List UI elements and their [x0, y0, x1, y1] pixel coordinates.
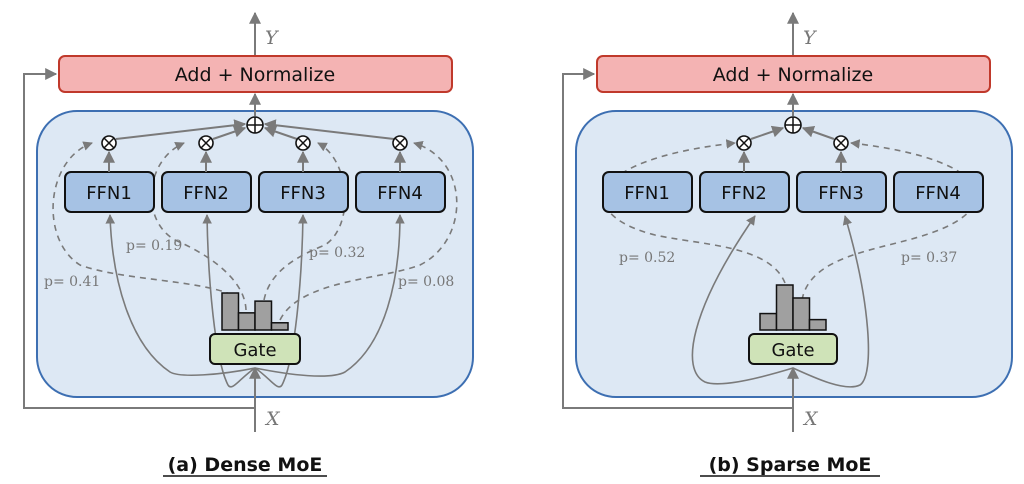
- multiply-icon: [736, 135, 752, 151]
- sum-input-arrows: [115, 119, 395, 140]
- prob-label-ffn1: p= 0.41: [44, 274, 100, 290]
- multiply-icon: [295, 135, 311, 151]
- prob-label-ffn2: p= 0.19: [126, 238, 182, 254]
- gate-histogram-bar-2: [237, 312, 256, 331]
- prob-label-ffn3: p= 0.32: [309, 245, 365, 261]
- multiply-icon: [198, 135, 214, 151]
- sum-input-arrows: [750, 125, 835, 140]
- expert-label: FFN4: [915, 183, 961, 204]
- prob-label-ffn2: p= 0.52: [619, 250, 675, 266]
- add-normalize-box: [596, 55, 991, 93]
- gate-histogram-bar-3: [792, 297, 811, 331]
- expert-output-arrows: [103, 150, 406, 172]
- gate-label: Gate: [233, 340, 276, 361]
- input-label-x: X: [264, 408, 281, 430]
- expert-label: FFN3: [280, 183, 326, 204]
- expert-input-paths: [691, 215, 870, 388]
- expert-output-arrows: [738, 150, 847, 172]
- expert-label: FFN3: [818, 183, 864, 204]
- multiply-ops: [736, 135, 849, 151]
- gate-histogram-bar-1: [759, 312, 778, 331]
- multiply-icon: [833, 135, 849, 151]
- gate-path-ffn2: [603, 139, 786, 284]
- input-path-ffn2: [202, 214, 256, 388]
- gate-distribution-histogram: [221, 292, 289, 331]
- sum-icon: [246, 116, 264, 134]
- expert-ffn1: FFN1: [602, 171, 693, 213]
- gate-histogram-bar-4: [808, 318, 827, 331]
- add-normalize-label: Add + Normalize: [175, 64, 335, 86]
- expert-label: FFN1: [86, 183, 132, 204]
- gate-weight-paths: [52, 140, 458, 321]
- gate-path-ffn1: [52, 141, 233, 296]
- gate-histogram-bar-1: [221, 292, 240, 331]
- residual-connection: [23, 68, 255, 409]
- input-path-ffn1: [105, 214, 256, 376]
- add-normalize-label: Add + Normalize: [713, 64, 873, 86]
- input-path-ffn2: [691, 215, 794, 385]
- gate-box: [209, 333, 301, 365]
- multiply-icon: [101, 135, 117, 151]
- expert-label: FFN1: [624, 183, 670, 204]
- gate-weight-paths: [603, 139, 978, 301]
- gate-path-ffn4: [279, 140, 458, 321]
- output-label-y: Y: [803, 27, 818, 49]
- gate-histogram-bar-2: [775, 284, 794, 331]
- expert-ffn4: FFN4: [893, 171, 984, 213]
- sum-icon: [784, 116, 802, 134]
- input-path-ffn3: [792, 215, 870, 388]
- multiply-ops: [101, 135, 408, 151]
- gate-distribution-histogram: [759, 284, 827, 331]
- prob-label-ffn4: p= 0.08: [398, 274, 454, 290]
- residual-connection: [562, 68, 793, 409]
- multiply-icon: [392, 135, 408, 151]
- expert-label: FFN4: [377, 183, 423, 204]
- expert-ffn1: FFN1: [64, 171, 155, 213]
- expert-ffn2: FFN2: [161, 171, 252, 213]
- expert-ffn3: FFN3: [796, 171, 887, 213]
- prob-label-ffn3: p= 0.37: [901, 250, 957, 266]
- gate-label: Gate: [771, 340, 814, 361]
- expert-ffn2: FFN2: [699, 171, 790, 213]
- caption-sparse-moe: (b) Sparse MoE: [709, 454, 872, 476]
- input-path-ffn4: [254, 214, 405, 377]
- sparse-moe-panel: Y Add + Normalize X Gate p= 0.52 p= 0.37…: [562, 11, 1013, 477]
- gate-histogram-bar-4: [270, 322, 289, 331]
- output-label-y: Y: [265, 27, 280, 49]
- dense-moe-panel: Y Add + Normalize X: [23, 11, 474, 477]
- caption-dense-moe: (a) Dense MoE: [168, 454, 323, 476]
- gate-path-ffn2: [150, 142, 247, 311]
- input-label-x: X: [802, 408, 819, 430]
- gate-histogram-bar-3: [254, 300, 273, 331]
- expert-ffn3: FFN3: [258, 171, 349, 213]
- gate-box: [748, 333, 838, 365]
- expert-label: FFN2: [183, 183, 229, 204]
- input-path-ffn3: [254, 214, 308, 388]
- expert-input-paths: [105, 214, 405, 388]
- expert-ffn4: FFN4: [355, 171, 446, 213]
- add-normalize-box: [58, 55, 453, 93]
- gate-path-ffn3: [801, 139, 978, 301]
- expert-label: FFN2: [721, 183, 767, 204]
